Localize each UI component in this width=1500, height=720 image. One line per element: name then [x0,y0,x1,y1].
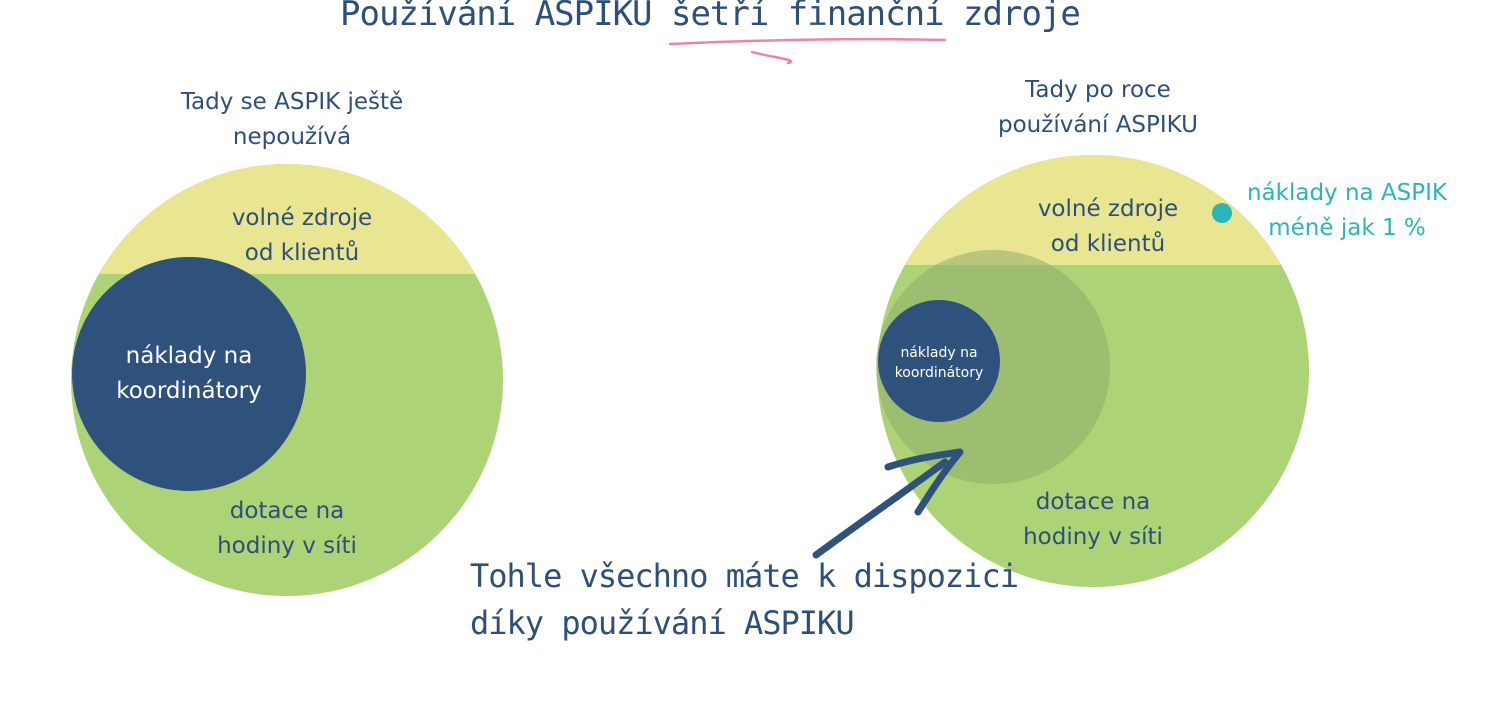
aspik-cost-label-line1: náklady na ASPIK [1246,180,1448,206]
right-bottom-segment-label: dotace na hodiny v síti [943,485,1243,555]
handwritten-note: Tohle všechno máte k dispozici díky použ… [470,553,1019,647]
left-top-label-line2: od klientů [244,240,360,266]
left-inner-label: náklady na koordinátory [79,339,299,409]
handwritten-note-line2: díky používání ASPIKU [470,604,855,642]
right-coordinator-cost-circle [878,300,1000,422]
right-bottom-label-line2: hodiny v síti [1023,524,1163,550]
aspik-cost-label: náklady na ASPIK méně jak 1 % [1222,176,1472,246]
left-top-segment-label: volné zdroje od klientů [152,201,452,271]
left-caption-line1: Tady se ASPIK ještě [180,89,404,115]
right-caption-line2: používání ASPIKU [998,112,1198,138]
left-top-label-line1: volné zdroje [231,205,373,231]
title-underline [668,37,947,65]
left-coordinator-cost-circle [72,257,306,491]
left-bottom-segment-label: dotace na hodiny v síti [137,494,437,564]
left-bottom-label-line1: dotace na [229,498,345,524]
left-caption-line2: nepoužívá [232,124,352,150]
right-caption-line1: Tady po roce [1025,77,1171,103]
right-inner-label: náklady na koordinátory [879,343,999,383]
aspik-cost-dot [1212,203,1232,223]
aspik-cost-label-line2: méně jak 1 % [1268,215,1426,241]
arrow-icon [812,448,964,559]
right-top-label-line1: volné zdroje [1037,196,1179,222]
left-caption: Tady se ASPIK ještě nepoužívá [142,85,442,155]
right-caption: Tady po roce používání ASPIKU [948,73,1248,143]
left-inner-label-line2: koordinátory [116,378,262,404]
left-bottom-label-line2: hodiny v síti [217,533,357,559]
left-inner-label-line1: náklady na [125,343,253,369]
handwritten-note-line1: Tohle všechno máte k dispozici [470,557,1019,595]
right-top-segment-label: volné zdroje od klientů [958,192,1258,262]
right-top-label-line2: od klientů [1050,231,1166,257]
right-bottom-label-line1: dotace na [1035,489,1151,515]
right-inner-label-line2: koordinátory [894,365,984,381]
right-inner-label-line1: náklady na [900,345,978,361]
page-title: Používání ASPIKU šetří finanční zdroje [340,0,1081,34]
